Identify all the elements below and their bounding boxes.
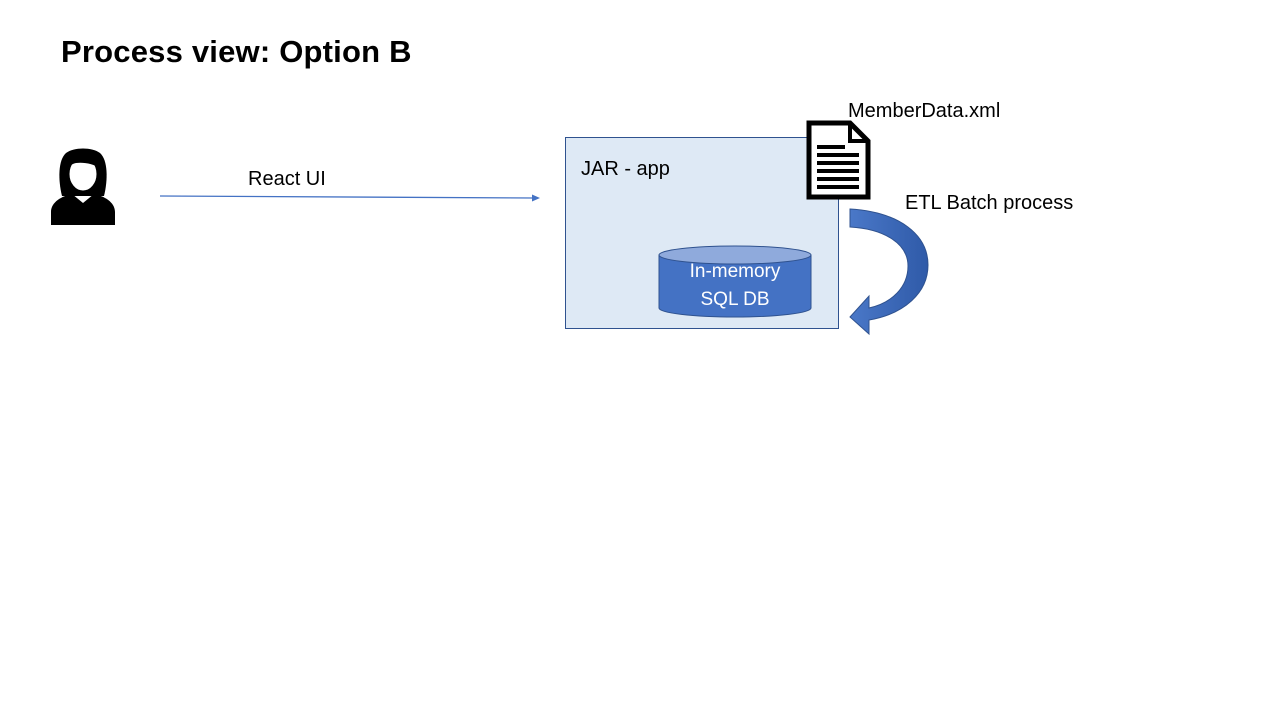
slide-title: Process view: Option B [61, 34, 412, 69]
react-ui-arrow [159, 194, 540, 202]
curved-arrow-icon [849, 208, 929, 336]
database-cylinder-icon [658, 245, 812, 318]
database-label: In-memory SQL DB [659, 258, 811, 314]
user-female-icon [51, 148, 115, 225]
database-label-line1: In-memory [689, 261, 781, 282]
jar-app-label: JAR - app [581, 158, 670, 180]
database-label-line2: SQL DB [700, 289, 770, 310]
react-ui-label: React UI [248, 168, 326, 190]
member-data-file-label: MemberData.xml [848, 100, 1001, 122]
document-icon [806, 120, 871, 200]
etl-batch-label: ETL Batch process [905, 192, 1074, 214]
